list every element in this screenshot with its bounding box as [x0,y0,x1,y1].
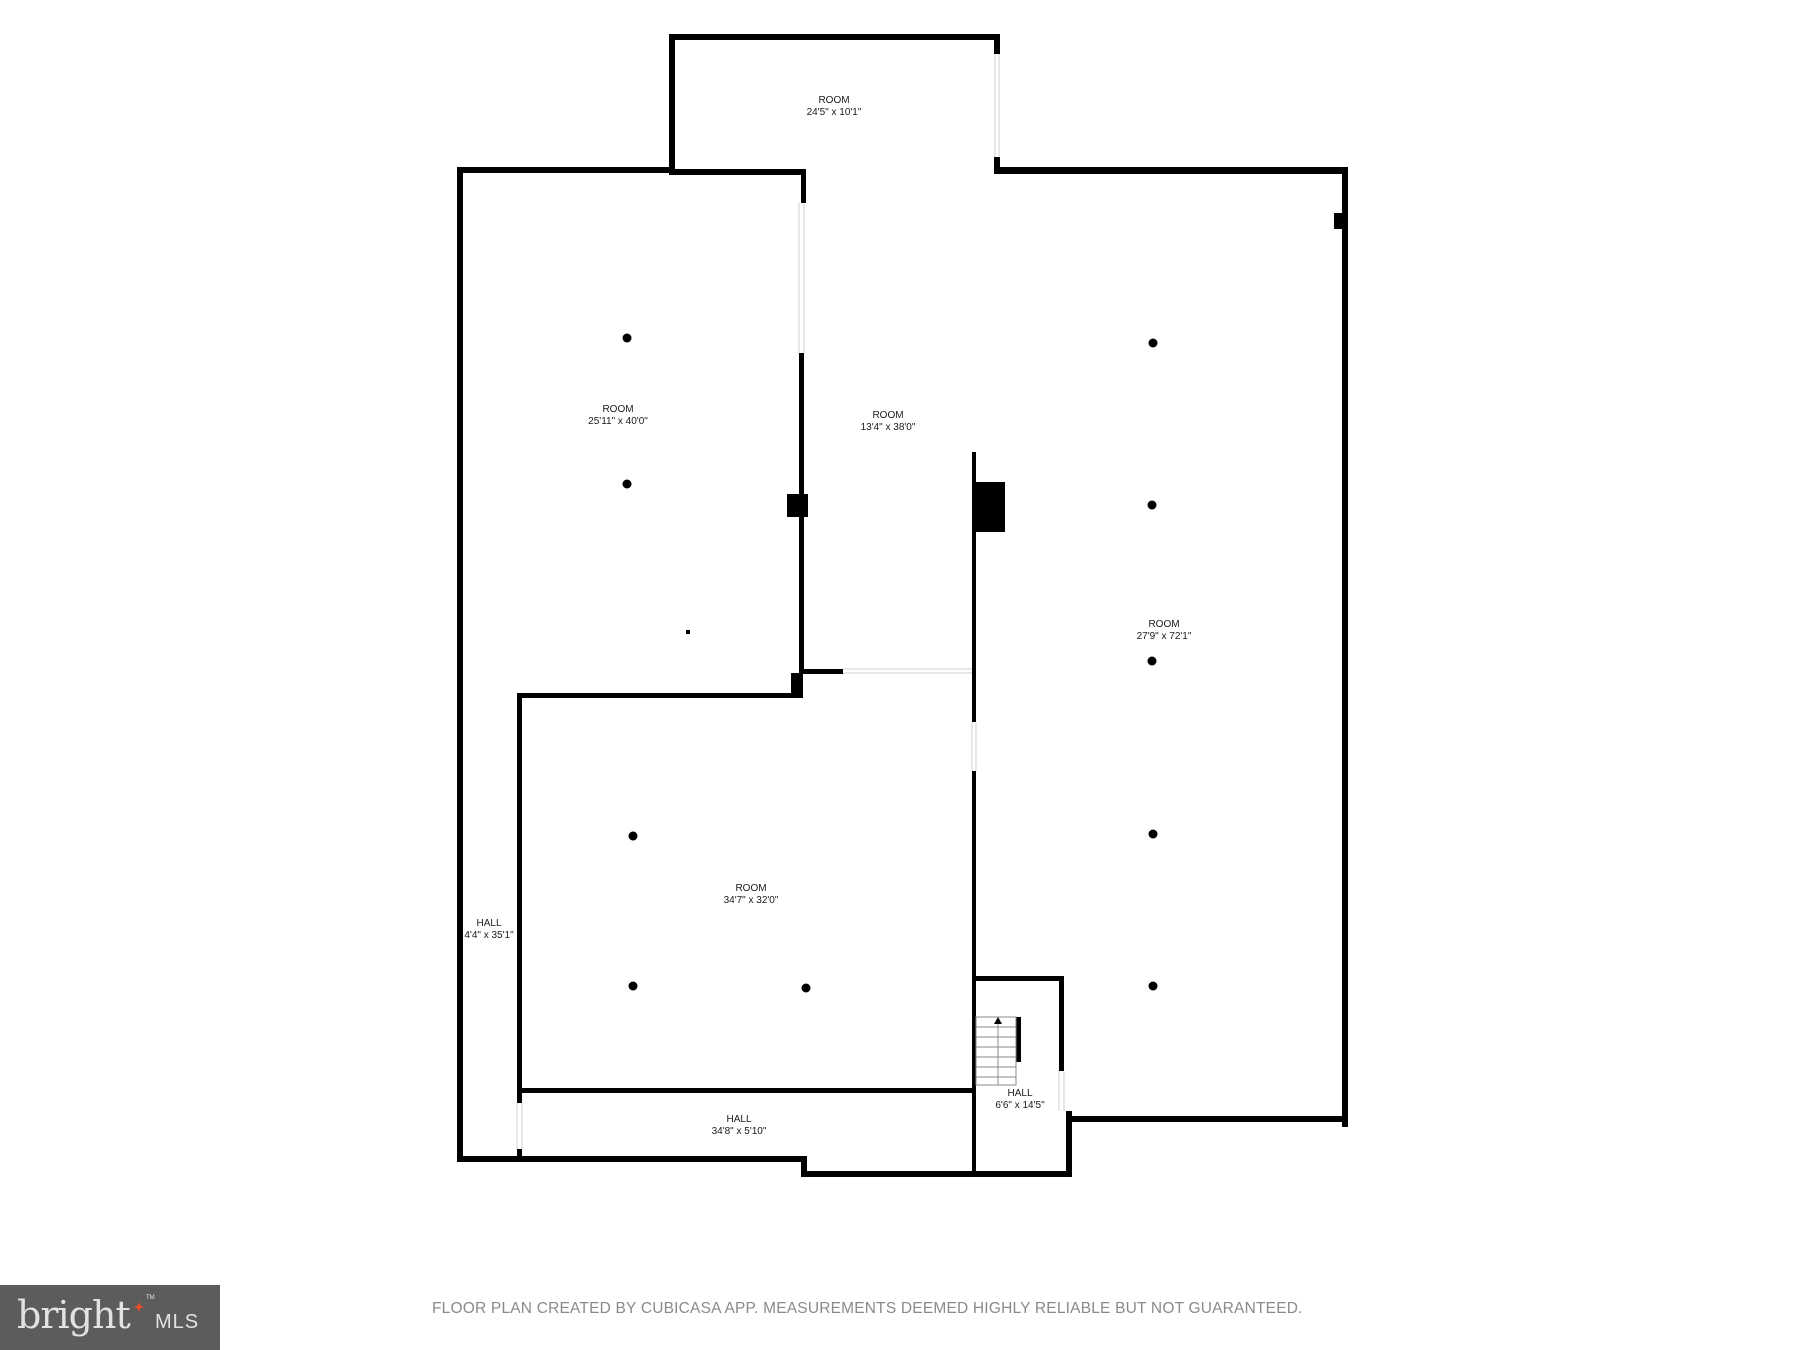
room-dimensions: 6'6" x 14'5" [995,1100,1045,1111]
wall [1066,1116,1348,1122]
light-fixture-icon [1147,500,1157,510]
wall [669,34,1000,40]
room-name: ROOM [872,410,904,421]
wall [669,169,805,175]
room-label-left-hall: HALL 4'4" x 35'1" [464,918,513,942]
room-name: ROOM [735,883,767,894]
room-name: HALL [476,918,502,929]
room-name: ROOM [602,404,634,415]
room-name: ROOM [818,95,850,106]
room-dimensions: 27'9" x 72'1" [1136,631,1192,642]
openings [516,54,1065,1149]
light-fixture-icon [1148,981,1158,991]
light-fixture-icon [1148,338,1158,348]
light-fixture-icon [628,981,638,991]
room-label-right: ROOM 27'9" x 72'1" [1137,619,1192,643]
room-dimensions: 34'7" x 32'0" [723,895,779,906]
room-label-lower: ROOM 34'7" x 32'0" [724,883,779,907]
fixture-icon [686,630,690,634]
room-dimensions: 4'4" x 35'1" [464,930,514,941]
wall [972,976,1064,981]
wall [457,167,675,173]
wall [801,1156,807,1177]
disclaimer-text: FLOOR PLAN CREATED BY CUBICASA APP. MEAS… [432,1300,1303,1317]
wall [791,673,803,698]
room-label-center: ROOM 13'4" x 38'0" [861,410,916,434]
wall [972,771,976,1176]
logo-brand-text: bright [17,1293,131,1337]
room-dimensions: 25'11" x 40'0" [588,416,648,427]
wall [994,157,1000,173]
room-dimensions: 24'5" x 10'1" [806,107,862,118]
wall [1066,1111,1072,1177]
bright-mls-logo: bright TM MLS [0,1285,220,1350]
room-dimensions: 34'8" x 5'10" [711,1126,767,1137]
wall [1016,1017,1021,1062]
stair-arrow-icon [994,1017,1002,1024]
light-fixtures [622,333,1158,993]
staircase [975,1016,1017,1086]
light-fixture-icon [628,831,638,841]
room-name: HALL [726,1114,752,1125]
wall [801,169,806,203]
wall [972,452,976,722]
room-label-top: ROOM 24'5" x 10'1" [807,95,862,119]
light-fixture-icon [622,479,632,489]
wall [457,167,463,1162]
wall [457,1156,807,1162]
wall [517,1149,522,1159]
room-label-left: ROOM 25'11" x 40'0" [588,404,648,428]
light-fixture-icon [801,983,811,993]
wall [517,693,522,1093]
light-fixture-icon [622,333,632,343]
light-fixture-icon [1147,656,1157,666]
room-dimensions: 13'4" x 38'0" [860,422,916,433]
room-label-bottom-hall: HALL 34'8" x 5'10" [712,1114,767,1138]
wall [517,1088,976,1093]
wall [994,167,1348,174]
wall [975,482,1005,532]
logo-suffix-text: MLS [155,1311,200,1333]
wall [1334,213,1342,229]
spark-icon [134,1302,144,1312]
light-fixture-icon [1148,829,1158,839]
wall [801,1171,1072,1177]
wall [787,494,808,517]
wall [517,693,803,698]
wall [799,669,843,674]
wall [1342,167,1348,1127]
wall [669,34,675,169]
walls [457,34,1348,1177]
wall [994,34,1000,54]
trademark-text: TM [146,1295,155,1301]
room-name: ROOM [1148,619,1180,630]
room-name: HALL [1007,1088,1033,1099]
wall [1059,976,1064,1071]
room-label-stair-hall: HALL 6'6" x 14'5" [995,1088,1044,1112]
wall [517,1093,522,1103]
